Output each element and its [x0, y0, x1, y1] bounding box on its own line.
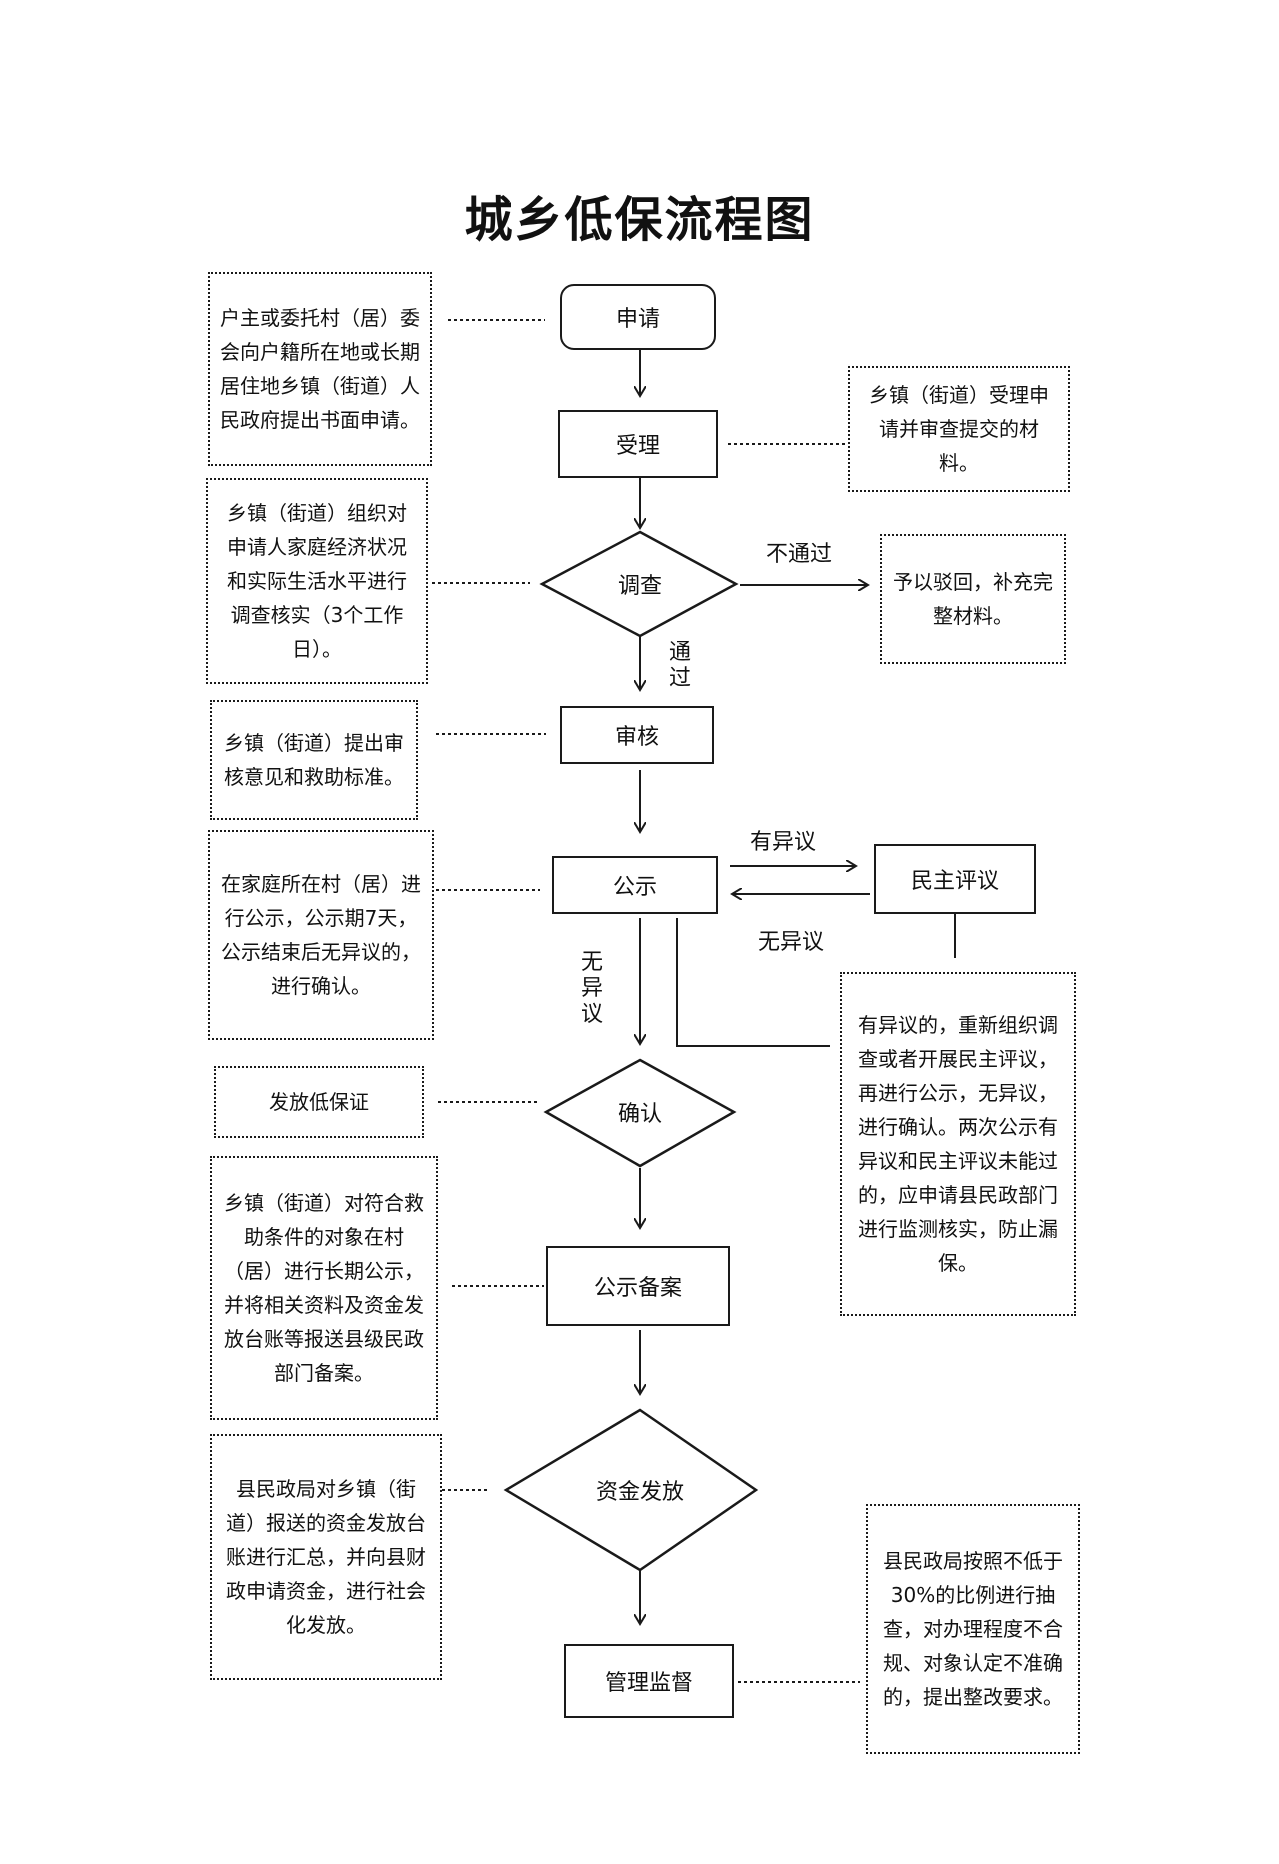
- note-confirm: 发放低保证: [214, 1066, 424, 1138]
- note-supervise: 县民政局按照不低于30%的比例进行抽查，对办理程度不合规、对象认定不准确的，提出…: [866, 1504, 1080, 1754]
- note-record: 乡镇（街道）对符合救助条件的对象在村（居）进行长期公示，并将相关资料及资金发放台…: [210, 1156, 438, 1420]
- step-review-label: 审核: [614, 725, 659, 750]
- label-no-objection-vertical: 无异议: [580, 950, 603, 1027]
- diamond-confirm: [543, 1058, 737, 1168]
- step-democratic-label: 民主评议: [910, 869, 999, 894]
- note-investigate: 乡镇（街道）组织对申请人家庭经济状况和实际生活水平进行调查核实（3个工作日）。: [206, 478, 428, 684]
- note-funding-text: 县民政局对乡镇（街道）报送的资金发放台账进行汇总，并向县财政申请资金，进行社会化…: [226, 1477, 426, 1637]
- label-has-objection: 有异议: [750, 830, 817, 855]
- objection-connector: [676, 918, 830, 1047]
- step-accept: 受理: [558, 410, 718, 478]
- note-reject: 予以驳回，补充完整材料。: [880, 534, 1066, 664]
- step-funding-label: 资金发放: [595, 1480, 684, 1505]
- step-publicize-label: 公示: [612, 875, 657, 900]
- note-accept-text: 乡镇（街道）受理申请并审查提交的材料。: [869, 383, 1049, 475]
- step-publicize: 公示: [552, 856, 718, 914]
- step-investigate-label: 调查: [617, 574, 662, 599]
- note-publicize: 在家庭所在村（居）进行公示，公示期7天，公示结束后无异议的，进行确认。: [208, 830, 434, 1040]
- step-funding: 资金发放: [540, 1470, 740, 1510]
- step-record-label: 公示备案: [593, 1276, 682, 1301]
- note-supervise-text: 县民政局按照不低于30%的比例进行抽查，对办理程度不合规、对象认定不准确的，提出…: [883, 1549, 1063, 1709]
- step-confirm-label: 确认: [617, 1102, 662, 1127]
- note-review-text: 乡镇（街道）提出审核意见和救助标准。: [224, 731, 404, 789]
- step-apply-label: 申请: [615, 307, 660, 332]
- step-investigate: 调查: [560, 564, 720, 604]
- note-reject-text: 予以驳回，补充完整材料。: [893, 570, 1053, 628]
- note-apply-text: 户主或委托村（居）委会向户籍所在地或长期居住地乡镇（街道）人民政府提出书面申请。: [220, 306, 420, 432]
- note-investigate-text: 乡镇（街道）组织对申请人家庭经济状况和实际生活水平进行调查核实（3个工作日）。: [227, 501, 407, 661]
- step-democratic: 民主评议: [874, 844, 1036, 914]
- note-record-text: 乡镇（街道）对符合救助条件的对象在村（居）进行长期公示，并将相关资料及资金发放台…: [224, 1191, 424, 1385]
- step-review: 审核: [560, 706, 714, 764]
- step-confirm: 确认: [560, 1092, 720, 1132]
- step-supervise: 管理监督: [564, 1644, 734, 1718]
- page-title: 城乡低保流程图: [464, 192, 815, 248]
- note-accept: 乡镇（街道）受理申请并审查提交的材料。: [848, 366, 1070, 492]
- note-objection: 有异议的，重新组织调查或者开展民主评议，再进行公示，无异议，进行确认。两次公示有…: [840, 972, 1076, 1316]
- note-confirm-text: 发放低保证: [269, 1090, 369, 1114]
- step-supervise-label: 管理监督: [604, 1671, 693, 1696]
- label-not-passed: 不通过: [766, 542, 833, 567]
- note-funding: 县民政局对乡镇（街道）报送的资金发放台账进行汇总，并向县财政申请资金，进行社会化…: [210, 1434, 442, 1680]
- diamond-investigate: [539, 530, 739, 638]
- step-accept-label: 受理: [615, 434, 660, 459]
- step-record: 公示备案: [546, 1246, 730, 1326]
- label-passed: 通过: [668, 640, 691, 691]
- note-publicize-text: 在家庭所在村（居）进行公示，公示期7天，公示结束后无异议的，进行确认。: [221, 872, 421, 998]
- note-objection-text: 有异议的，重新组织调查或者开展民主评议，再进行公示，无异议，进行确认。两次公示有…: [858, 1013, 1058, 1275]
- diamond-funding: [503, 1408, 759, 1572]
- note-review: 乡镇（街道）提出审核意见和救助标准。: [210, 700, 418, 820]
- note-apply: 户主或委托村（居）委会向户籍所在地或长期居住地乡镇（街道）人民政府提出书面申请。: [208, 272, 432, 466]
- label-no-objection: 无异议: [758, 930, 825, 955]
- step-apply: 申请: [560, 284, 716, 350]
